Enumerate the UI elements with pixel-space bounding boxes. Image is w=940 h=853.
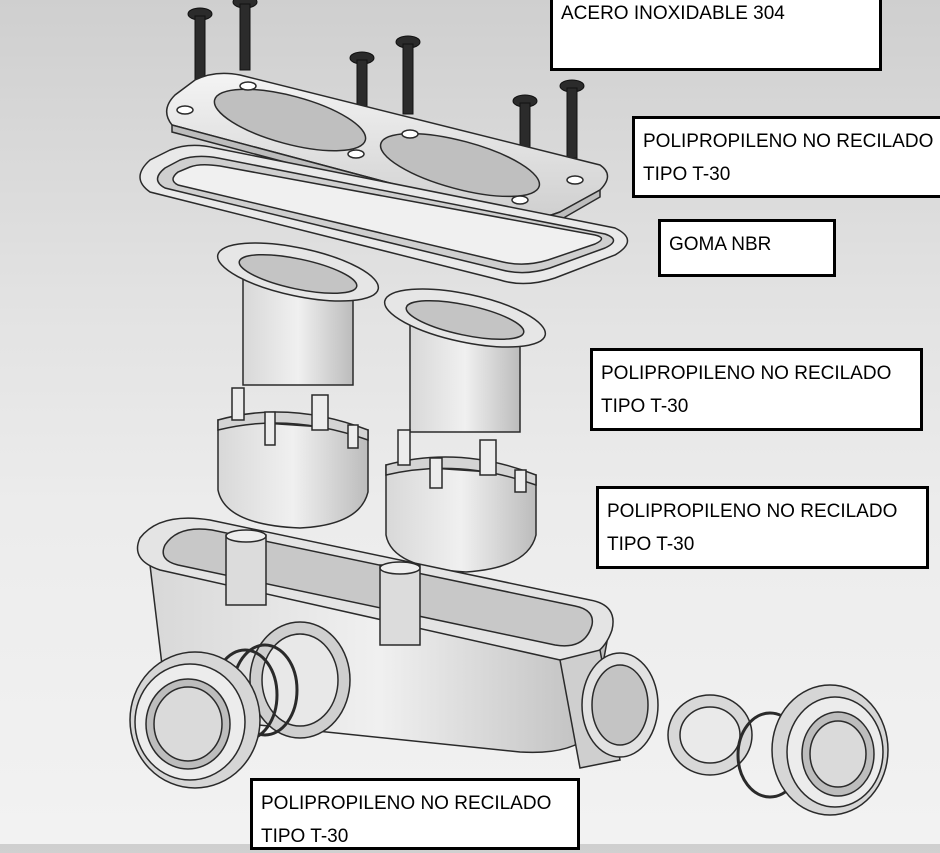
supports [217, 387, 537, 573]
label-line: POLIPROPILENO NO RECILADO [261, 793, 552, 814]
label-line: ACERO INOXIDABLE 304 [561, 3, 785, 24]
right-connector [559, 649, 889, 816]
label-line: POLIPROPILENO NO RECILADO [643, 131, 934, 152]
label-line: POLIPROPILENO NO RECILADO [607, 501, 898, 522]
inserts [216, 242, 547, 433]
label-line: TIPO T-30 [643, 164, 731, 185]
insert-right [383, 288, 547, 433]
label-line: TIPO T-30 [601, 396, 689, 417]
label-line: TIPO T-30 [607, 534, 695, 555]
label-polipropileno-soportes: POLIPROPILENO NO RECILADO TIPO T-30 [596, 486, 929, 569]
left-connector [129, 621, 351, 789]
label-polipropileno-insertos: POLIPROPILENO NO RECILADO TIPO T-30 [590, 348, 923, 431]
label-line: GOMA NBR [669, 234, 772, 255]
screw-1 [187, 7, 213, 87]
rubber-gasket [139, 144, 629, 285]
label-polipropileno-cuerpo: POLIPROPILENO NO RECILADO TIPO T-30 [250, 778, 580, 850]
label-polipropileno-tapa: POLIPROPILENO NO RECILADO TIPO T-30 [632, 116, 940, 198]
screw-6 [559, 79, 585, 159]
support-right [385, 429, 537, 573]
label-acero-inoxidable: ACERO INOXIDABLE 304 [550, 0, 882, 71]
screw-4 [395, 35, 421, 115]
insert-left [216, 242, 380, 386]
label-goma-nbr: GOMA NBR [658, 219, 836, 277]
screw-2 [232, 0, 258, 71]
support-left [217, 387, 369, 529]
label-line: TIPO T-30 [261, 826, 349, 847]
label-line: POLIPROPILENO NO RECILADO [601, 363, 892, 384]
